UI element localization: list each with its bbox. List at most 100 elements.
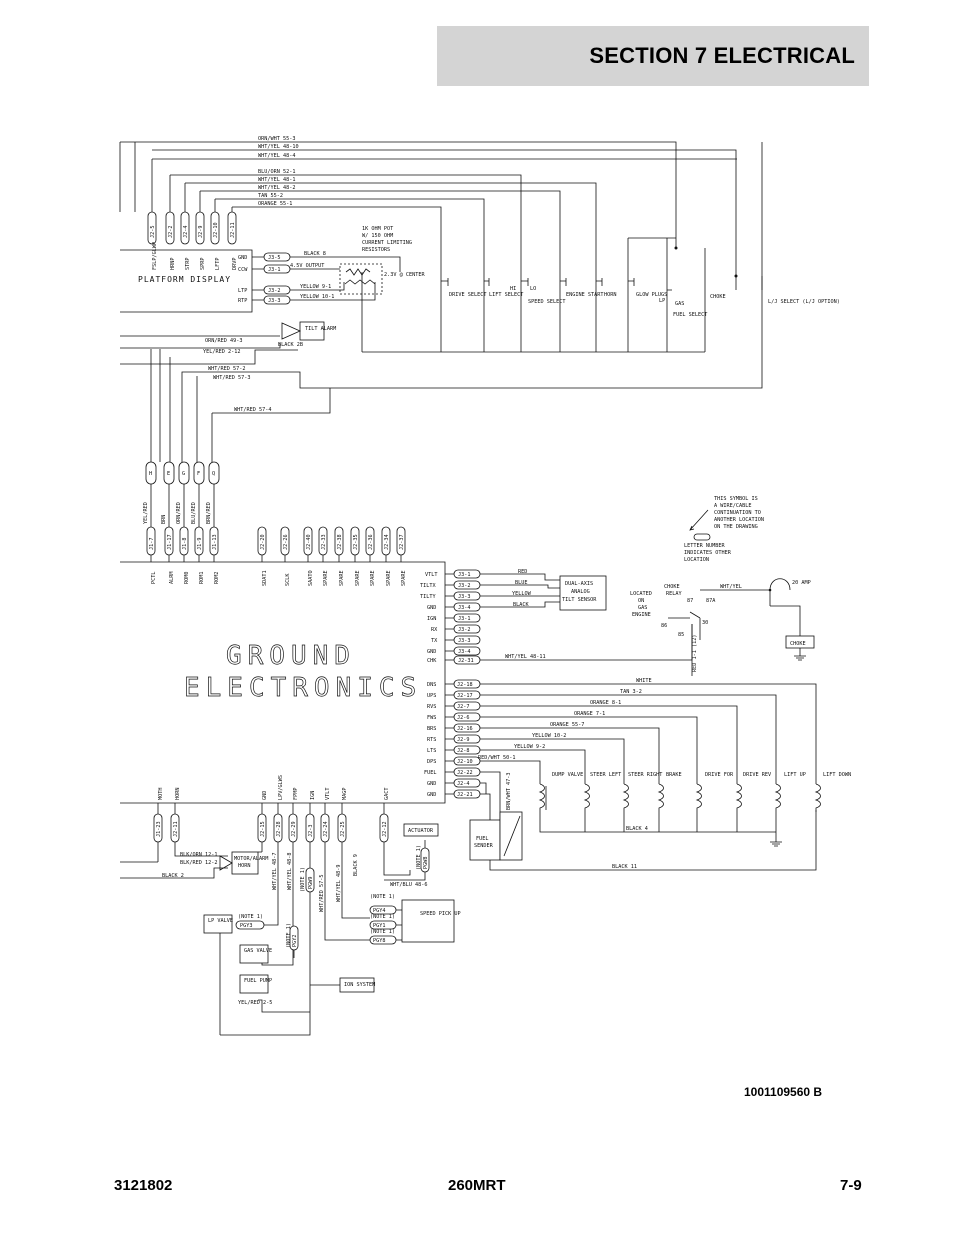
svg-text:LP VALVE: LP VALVE [208,918,233,924]
svg-text:J3-2: J3-2 [268,288,281,294]
svg-text:J3-4: J3-4 [458,649,471,655]
svg-text:BLACK 4: BLACK 4 [626,826,648,832]
svg-text:GAS: GAS [638,605,647,611]
svg-text:PGW9: PGW9 [308,877,314,890]
wire-label: TAN 55-2 [258,193,283,199]
bottom-wiring: LP VALVE GAS VALVE FUEL PUMP ION SYSTEM … [203,840,461,1036]
svg-text:J2-17: J2-17 [457,693,473,699]
platform-pins: GND CCW LTP RTP J3-5 J3-1 J3-2 J3-3 [238,252,401,305]
svg-text:RELAY: RELAY [666,591,682,597]
svg-text:DUMP VALVE: DUMP VALVE [552,772,583,778]
svg-text:INDICATES OTHER: INDICATES OTHER [684,550,732,556]
svg-text:DPS: DPS [427,759,436,765]
svg-text:DRIVE FOR: DRIVE FOR [705,772,734,778]
svg-text:PCTL: PCTL [151,572,157,585]
svg-text:MAGP: MAGP [342,788,348,801]
platform-display-label: PLATFORM DISPLAY [138,275,231,284]
svg-text:IGN: IGN [427,616,436,622]
svg-text:87: 87 [687,598,693,604]
svg-text:RESISTORS: RESISTORS [362,247,390,253]
svg-text:J1-8: J1-8 [182,538,188,551]
svg-text:J2-11: J2-11 [173,821,179,837]
svg-text:STEER RIGHT: STEER RIGHT [628,772,662,778]
wire-label: WHT/YEL 48-2 [258,185,295,191]
svg-text:DRIVE SELECT: DRIVE SELECT [449,292,486,298]
symbol-note: THIS SYMBOL IS A WIRE/CABLE CONTINUATION… [684,496,764,563]
svg-text:GLOW PLUGS: GLOW PLUGS [636,292,667,298]
svg-text:J1-9: J1-9 [197,538,203,551]
svg-text:GAS: GAS [675,301,684,307]
valve-wires: WHITE TAN 3-2 ORANGE 8-1 ORANGE 7-1 ORAN… [478,678,817,871]
svg-text:J2-29: J2-29 [291,821,297,837]
svg-text:BLK/RED 12-2: BLK/RED 12-2 [180,860,217,866]
svg-text:YEL/RED: YEL/RED [143,502,149,524]
drawing-number: 1001109560 B [744,1085,823,1099]
platform-connectors: J2-5 J2-2 J2-4 J2-9 J2-10 J2-11 FSLP/GLW… [147,211,238,271]
svg-text:J2-15: J2-15 [260,821,266,837]
svg-text:BLUE: BLUE [515,580,528,586]
svg-text:J2-10: J2-10 [457,759,473,765]
svg-text:CHOKE: CHOKE [710,294,726,300]
footer-page-number: 7-9 [840,1177,862,1194]
svg-text:HORN: HORN [175,788,181,801]
svg-text:LIFT DOWN: LIFT DOWN [823,772,851,778]
svg-text:J2-24: J2-24 [323,821,329,837]
connector-label: J2-10 [213,222,219,238]
svg-text:SPARE: SPARE [339,570,345,586]
svg-text:J2-21: J2-21 [457,792,473,798]
svg-text:CCW: CCW [238,267,248,273]
svg-text:BLACK 2B: BLACK 2B [278,342,303,348]
svg-text:J2-22: J2-22 [457,770,473,776]
svg-text:FUEL SELECT: FUEL SELECT [673,312,707,318]
svg-text:LETTER NUMBER: LETTER NUMBER [684,543,725,549]
svg-text:J3-4: J3-4 [458,605,471,611]
svg-text:BRN/WHT 47-3: BRN/WHT 47-3 [506,773,512,810]
wire-label: ORN/WHT 55-3 [258,136,295,142]
svg-text:86: 86 [661,623,667,629]
svg-text:SPARE: SPARE [355,570,361,586]
platform-display-outline [120,249,253,313]
ground-left-connectors: J1-7 J1-17 J1-8 J1-9 J1-13 PCTL ALRM ROM… [146,526,220,585]
svg-text:A WIRE/CABLE: A WIRE/CABLE [714,503,751,509]
svg-text:WHT/BLU 48-6: WHT/BLU 48-6 [390,882,427,888]
svg-text:J1-23: J1-23 [156,821,162,837]
svg-text:BRN: BRN [161,515,167,524]
svg-text:J2-38: J2-38 [337,534,343,550]
svg-text:TILT SENSOR: TILT SENSOR [562,597,597,603]
svg-text:ANOTHER LOCATION: ANOTHER LOCATION [714,517,764,523]
svg-text:J3-1: J3-1 [458,572,471,578]
svg-text:SPARE: SPARE [401,570,407,586]
svg-text:J2-34: J2-34 [384,534,390,550]
wire-label: BLU/ORN 52-1 [258,169,295,175]
svg-text:(NOTE 1): (NOTE 1) [416,845,422,870]
svg-text:SPEED PICK UP: SPEED PICK UP [420,911,461,917]
svg-text:UPS: UPS [427,693,436,699]
pin-label: LFTP [215,258,221,271]
svg-text:J3-3: J3-3 [458,594,471,600]
svg-text:SPARE: SPARE [370,570,376,586]
svg-text:PGW8: PGW8 [423,857,429,870]
svg-text:J3-2: J3-2 [458,583,471,589]
ground-right-pins-2: DNS UPS RVS FWS BRS RTS LTS DPS FUEL GND… [424,679,481,799]
potentiometer: 1K OHM POT W/ 150 OHM CURRENT LIMITING R… [339,226,425,295]
svg-text:GACT: GACT [384,788,390,801]
svg-text:LTP: LTP [238,288,247,294]
svg-text:(NOTE 1): (NOTE 1) [370,929,395,935]
svg-text:LP: LP [659,298,665,304]
tilt-sensor: DUAL-AXIS ANALOG TILT SENSOR RED BLUE YE… [480,569,607,611]
svg-text:ENGINE: ENGINE [632,612,651,618]
svg-text:HORN: HORN [238,863,251,869]
svg-text:J1-7: J1-7 [149,538,155,551]
svg-text:CURRENT LIMITING: CURRENT LIMITING [362,240,412,246]
svg-text:TAN 3-2: TAN 3-2 [620,689,642,695]
svg-text:SAATO: SAATO [308,570,314,586]
fuel-sender: FUEL SENDER BRN/WHT 47-3 [469,773,523,861]
svg-text:J2-31: J2-31 [458,658,474,664]
switch-labels: DRIVE SELECT LIFT SELECT SPEED SELECT EN… [449,286,840,318]
svg-text:J1-17: J1-17 [167,534,173,550]
svg-text:RTS: RTS [427,737,436,743]
pin-label: SPRP [200,258,206,271]
svg-text:J2-28: J2-28 [276,821,282,837]
svg-text:J2-36: J2-36 [368,534,374,550]
